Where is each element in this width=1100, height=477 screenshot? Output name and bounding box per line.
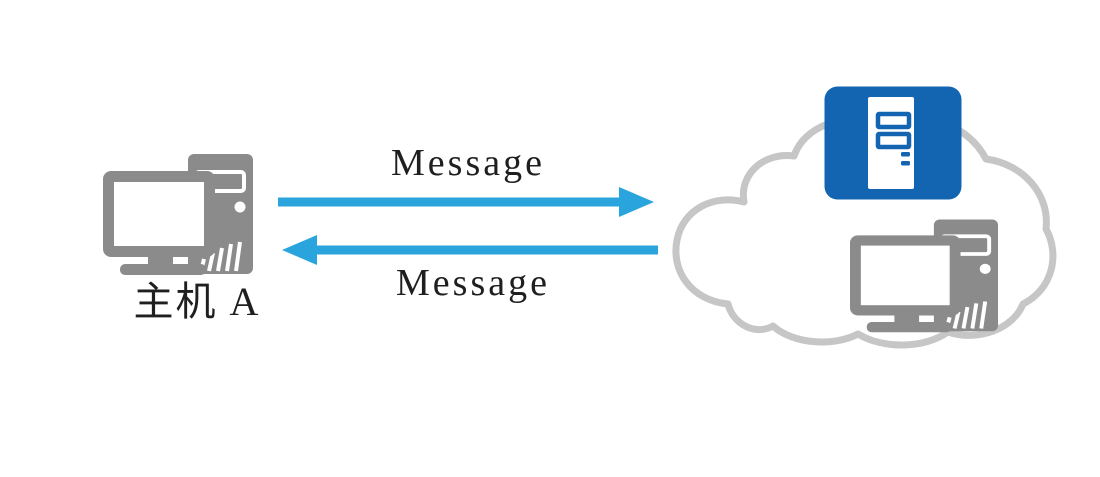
- cloud-desktop-computer-icon: [850, 219, 999, 333]
- server-icon: [824, 86, 962, 200]
- host-a-desktop-computer-icon: [103, 154, 253, 275]
- message-label-top: Message: [391, 142, 545, 184]
- message-arrow-right: [278, 187, 654, 217]
- host-a-label: 主机 A: [133, 279, 261, 324]
- message-label-bottom: Message: [396, 262, 550, 304]
- message-arrow-left: [282, 235, 658, 265]
